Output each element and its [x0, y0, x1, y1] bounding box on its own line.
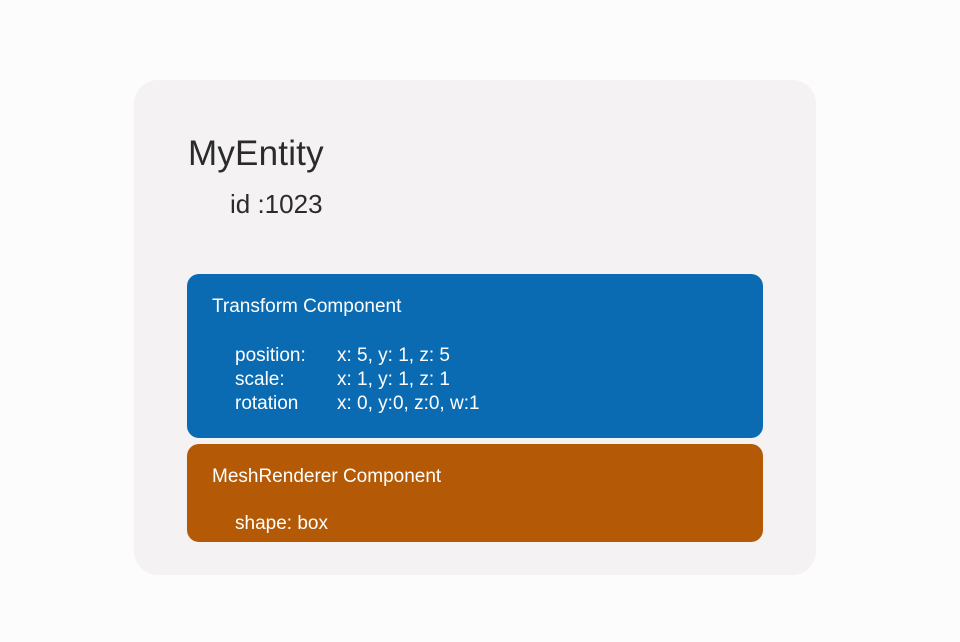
property-value: x: 1, y: 1, z: 1 [337, 369, 450, 390]
entity-id: id :1023 [230, 189, 323, 219]
property-row-position: position: x: 5, y: 1, z: 5 [235, 344, 763, 368]
transform-component-card: Transform Component position: x: 5, y: 1… [187, 274, 763, 438]
property-label: rotation [235, 393, 299, 414]
transform-component-properties: position: x: 5, y: 1, z: 5 scale: x: 1, … [187, 319, 763, 416]
property-value: x: 0, y:0, z:0, w:1 [337, 393, 480, 414]
property-label: position: [235, 345, 306, 366]
entity-title: MyEntity [188, 134, 324, 173]
transform-component-title: Transform Component [212, 296, 402, 317]
property-row-scale: scale: x: 1, y: 1, z: 1 [235, 368, 763, 392]
property-row-rotation: rotation x: 0, y:0, z:0, w:1 [235, 392, 763, 416]
meshrenderer-component-title: MeshRenderer Component [212, 466, 442, 487]
meshrenderer-component-card: MeshRenderer Component shape: box [187, 444, 763, 542]
entity-card: MyEntity id :1023 Transform Component po… [134, 80, 816, 575]
property-label: shape: box [235, 513, 328, 534]
property-row-shape: shape: box [235, 512, 763, 536]
property-value: x: 5, y: 1, z: 5 [337, 345, 450, 366]
meshrenderer-component-properties: shape: box [187, 489, 763, 536]
property-label: scale: [235, 369, 285, 390]
